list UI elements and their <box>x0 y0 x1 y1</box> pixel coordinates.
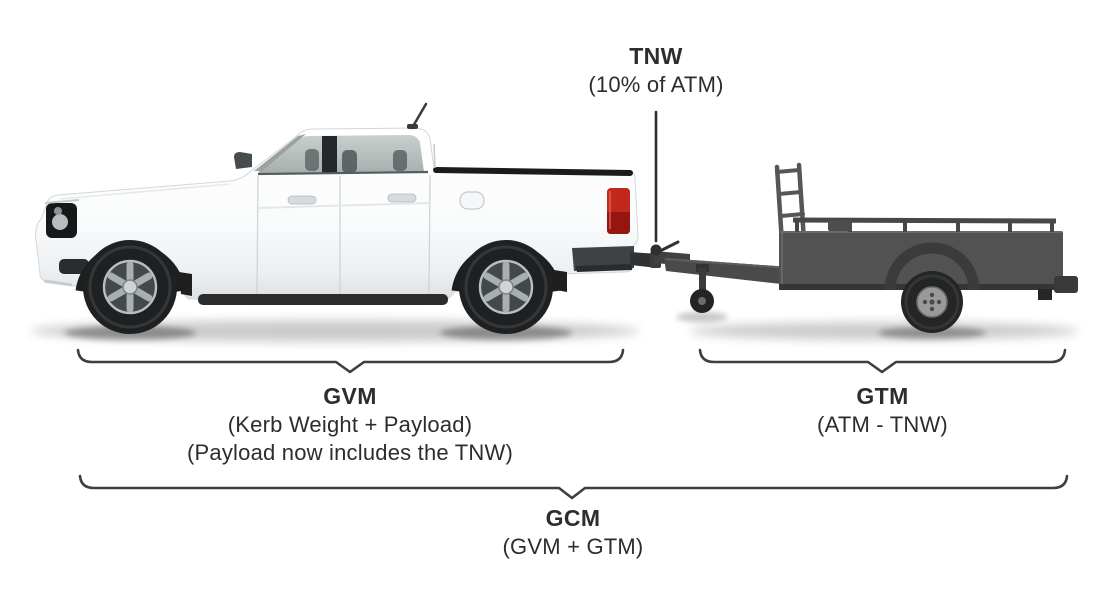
gtm-bracket <box>698 348 1067 374</box>
gcm-title: GCM <box>545 505 601 531</box>
gvm-title: GVM <box>323 383 377 409</box>
gtm-title: GTM <box>856 383 909 409</box>
trailer-illustration <box>654 162 1078 333</box>
gcm-label: GCM (GVM + GTM) <box>423 504 723 561</box>
bed-rail <box>433 167 633 176</box>
front-intake <box>59 259 89 274</box>
truck-windows <box>259 135 424 173</box>
gvm-subtitle-1: (Kerb Weight + Payload) <box>227 412 473 437</box>
trailer-wheel <box>901 271 963 333</box>
fuel-door <box>459 191 485 210</box>
gvm-label: GVM (Kerb Weight + Payload) (Payload now… <box>150 382 550 467</box>
gtm-label: GTM (ATM - TNW) <box>732 382 1033 439</box>
front-wheel <box>83 240 177 334</box>
tnw-subtitle: (10% of ATM) <box>588 72 724 97</box>
taillight <box>607 188 630 234</box>
side-mirror <box>234 152 252 169</box>
brackets <box>76 348 1069 500</box>
gvm-bracket <box>76 348 625 374</box>
trailer-fender <box>884 242 980 291</box>
door-handle-front <box>287 195 317 205</box>
gcm-bracket <box>78 474 1069 500</box>
gtm-subtitle: (ATM - TNW) <box>817 412 948 437</box>
gcm-subtitle: (GVM + GTM) <box>502 534 644 559</box>
trailer-box <box>779 231 1063 289</box>
side-step <box>198 294 448 305</box>
b-pillar <box>322 136 337 173</box>
tnw-title: TNW <box>629 43 683 69</box>
tnw-label: TNW (10% of ATM) <box>545 42 767 99</box>
tnw-pointer <box>650 110 662 256</box>
jockey-wheel <box>690 264 714 313</box>
door-handle-rear <box>387 193 417 203</box>
gvm-subtitle-2: (Payload now includes the TNW) <box>187 440 513 465</box>
tnw-pointer-dot <box>650 244 662 256</box>
rear-wheel <box>459 240 553 334</box>
drawbar <box>664 258 790 285</box>
truck-illustration <box>35 102 661 334</box>
